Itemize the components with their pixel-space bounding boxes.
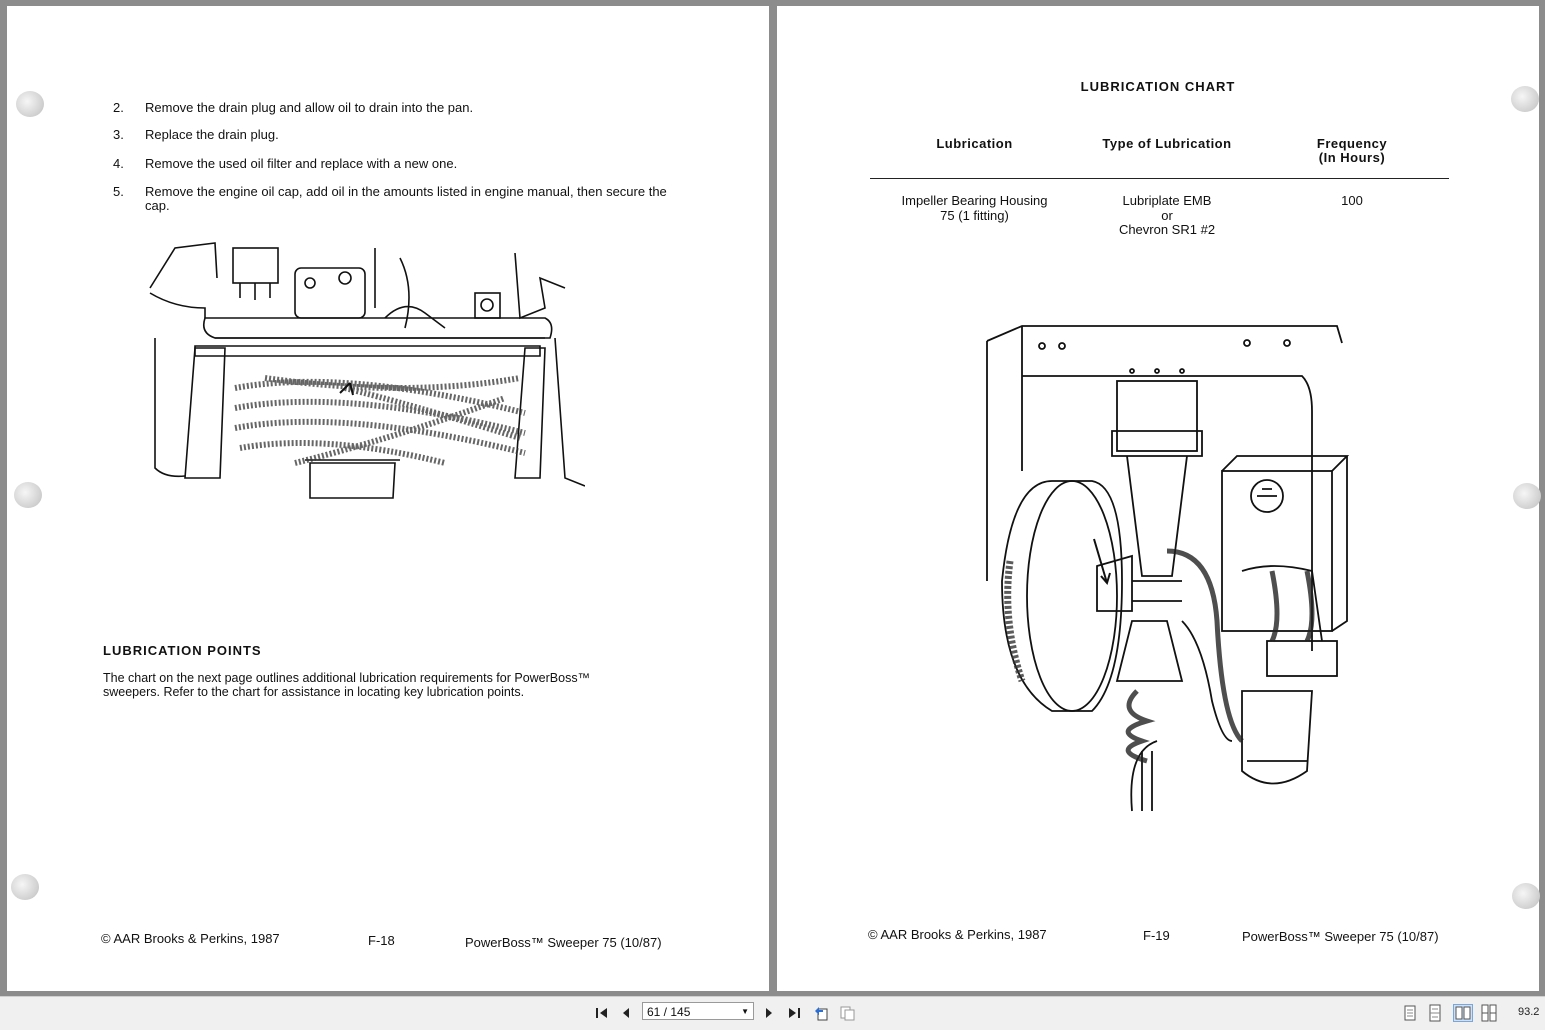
- step-number: 5.: [113, 184, 124, 199]
- chevron-down-icon: ▼: [741, 1007, 749, 1016]
- go-forward-view-icon[interactable]: [838, 1003, 856, 1023]
- page-f18: 2. Remove the drain plug and allow oil t…: [7, 6, 769, 991]
- punch-hole: [11, 874, 39, 900]
- page-f19: LUBRICATION CHART Lubrication Type of Lu…: [777, 6, 1541, 991]
- last-page-icon[interactable]: [785, 1003, 803, 1023]
- continuous-view-icon[interactable]: [1428, 1004, 1444, 1022]
- step-text: Remove the used oil filter and replace w…: [145, 156, 458, 171]
- cell-line: Lubriplate EMB: [1122, 193, 1212, 208]
- single-page-view-icon[interactable]: [1403, 1004, 1419, 1022]
- next-page-icon[interactable]: [760, 1003, 778, 1023]
- cell-lubrication: Impeller Bearing Housing 75 (1 fitting): [877, 193, 1072, 223]
- cell-type: Lubriplate EMB or Chevron SR1 #2: [1077, 193, 1257, 238]
- cell-line: or: [1161, 207, 1173, 223]
- continuous-facing-view-icon[interactable]: [1480, 1004, 1497, 1022]
- impeller-illustration: [986, 325, 1350, 812]
- punch-hole: [1511, 86, 1539, 112]
- footer-page-number: F-18: [368, 933, 395, 948]
- step-number: 4.: [113, 156, 124, 171]
- cell-line: Chevron SR1 #2: [1118, 222, 1216, 237]
- zoom-level[interactable]: 93.2: [1518, 1006, 1540, 1018]
- frequency-label: Frequency: [1316, 136, 1388, 151]
- document-viewer: 2. Remove the drain plug and allow oil t…: [0, 0, 1545, 996]
- punch-hole: [1512, 883, 1540, 909]
- column-header-frequency: Frequency (In Hours): [1282, 137, 1422, 165]
- brush-housing-illustration: [149, 242, 585, 499]
- footer-copyright: © AAR Brooks & Perkins, 1987: [868, 927, 1047, 942]
- column-header-type: Type of Lubrication: [1102, 136, 1232, 151]
- footer-copyright: © AAR Brooks & Perkins, 1987: [101, 931, 280, 946]
- step-number: 2.: [113, 100, 124, 115]
- cell-line: Impeller Bearing Housing: [901, 193, 1048, 208]
- chart-title: LUBRICATION CHART: [1080, 79, 1236, 94]
- step-text: Remove the engine oil cap, add oil in th…: [145, 184, 667, 213]
- punch-hole: [1513, 483, 1541, 509]
- section-heading: LUBRICATION POINTS: [103, 643, 262, 658]
- step-number: 3.: [113, 127, 124, 142]
- footer-title: PowerBoss™ Sweeper 75 (10/87): [1242, 929, 1439, 944]
- previous-page-icon[interactable]: [617, 1003, 635, 1023]
- footer-page-number: F-19: [1143, 928, 1170, 943]
- first-page-icon[interactable]: [593, 1003, 611, 1023]
- facing-pages-view-icon[interactable]: [1453, 1004, 1473, 1022]
- cell-frequency: 100: [1341, 193, 1363, 208]
- cell-line: 75 (1 fitting): [940, 207, 1009, 223]
- column-header-lubrication: Lubrication: [936, 136, 1013, 151]
- step-text: Replace the drain plug.: [145, 127, 279, 142]
- section-paragraph: The chart on the next page outlines addi…: [103, 671, 591, 699]
- page-number-select[interactable]: 61 / 145 ▼: [642, 1002, 754, 1020]
- punch-hole: [16, 91, 44, 117]
- step-text: Remove the drain plug and allow oil to d…: [145, 100, 474, 115]
- punch-hole: [14, 482, 42, 508]
- navigation-toolbar: 61 / 145 ▼ 93.2: [0, 996, 1545, 1030]
- go-back-view-icon[interactable]: [812, 1003, 830, 1023]
- footer-title: PowerBoss™ Sweeper 75 (10/87): [465, 935, 662, 950]
- page-indicator: 61 / 145: [647, 1005, 691, 1019]
- frequency-unit: (In Hours): [1318, 150, 1386, 165]
- header-rule: [870, 178, 1449, 179]
